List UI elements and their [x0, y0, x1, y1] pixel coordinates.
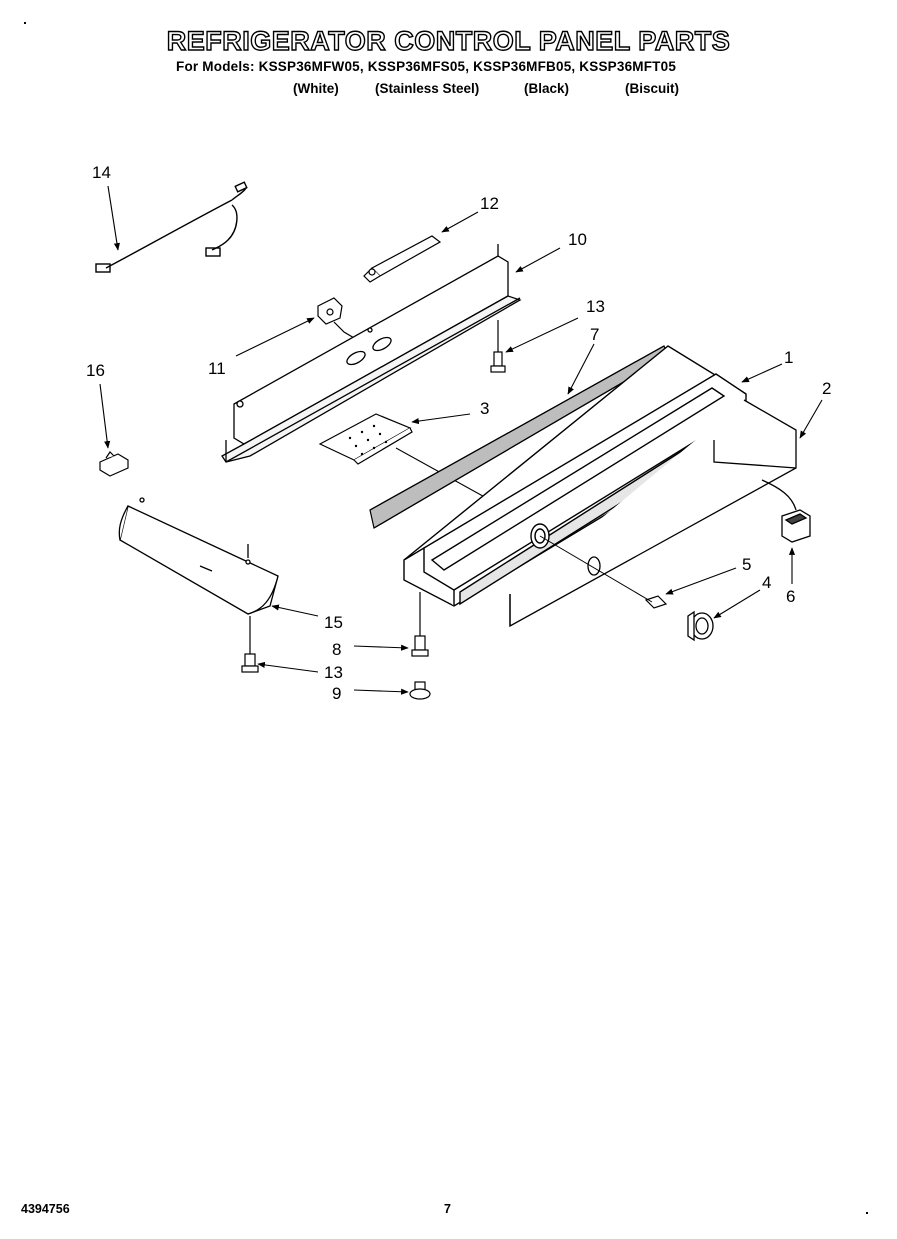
part-3-board — [318, 413, 491, 501]
callout-13-lower: 13 — [324, 663, 343, 682]
callout-10: 10 — [568, 230, 587, 249]
part-15-trim — [118, 497, 279, 615]
part-13-screw-lower — [241, 616, 259, 673]
part-9-foot — [409, 681, 431, 700]
callout-6: 6 — [786, 587, 795, 606]
callout-2: 2 — [822, 379, 831, 398]
part-13-screw-upper — [490, 320, 506, 373]
document-number: 4394756 — [21, 1202, 70, 1216]
page-title: REFRIGERATOR CONTROL PANEL PARTS — [166, 25, 731, 56]
part-10-rail — [221, 244, 522, 463]
callout-leaders — [99, 185, 823, 695]
part-2-overlay — [509, 399, 797, 628]
scan-speck — [866, 1212, 868, 1214]
part-7-gasket — [369, 345, 669, 529]
callout-3: 3 — [480, 399, 489, 418]
scan-speck — [24, 22, 26, 24]
color-label-black: (Black) — [524, 81, 570, 96]
part-6-switch — [761, 479, 811, 543]
callout-15: 15 — [324, 613, 343, 632]
color-label-biscuit: (Biscuit) — [625, 81, 679, 96]
callout-5: 5 — [742, 555, 751, 574]
part-12-sensor — [363, 235, 442, 283]
color-label-white: (White) — [293, 81, 339, 96]
callout-8: 8 — [332, 640, 341, 659]
part-4-knob — [687, 610, 714, 642]
callout-7: 7 — [590, 325, 599, 344]
callout-16: 16 — [86, 361, 105, 380]
callout-11: 11 — [208, 359, 226, 378]
callout-9: 9 — [332, 684, 341, 703]
part-8-screw — [411, 592, 429, 657]
part-5-plate — [539, 535, 668, 609]
color-label-stainless: (Stainless Steel) — [375, 81, 480, 96]
callout-4: 4 — [762, 573, 771, 592]
callout-12: 12 — [480, 194, 499, 213]
callout-14: 14 — [92, 163, 111, 182]
callout-13-upper: 13 — [586, 297, 605, 316]
callout-1: 1 — [784, 348, 793, 367]
page-number: 7 — [444, 1202, 451, 1216]
model-numbers: For Models: KSSP36MFW05, KSSP36MFS05, KS… — [176, 59, 677, 74]
part-14-wire-harness — [95, 181, 248, 273]
part-16-clip — [99, 451, 129, 477]
